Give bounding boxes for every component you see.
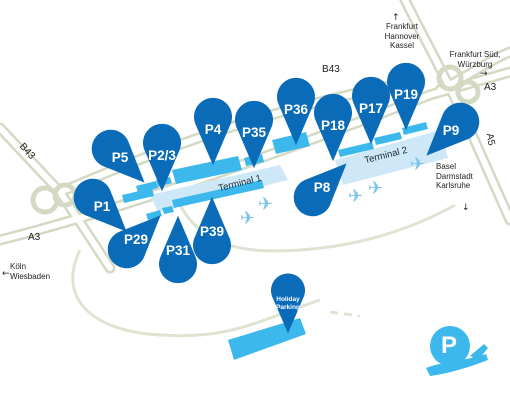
parking-pin-label: P18 [320,118,346,133]
direction-arrows: ↑ → ↓ ← [2,13,488,279]
airplane-parking-logo [426,326,488,376]
parking-pin-label: P2/3 [148,148,176,163]
plane-icon: ✈ [368,178,383,199]
parking-pin-label: P35 [241,125,267,140]
road-b43-top: B43 [322,64,340,75]
garage-p29 [146,210,162,220]
arrow-down-icon: ↓ [462,203,470,213]
garage-holiday [228,318,306,360]
parking-pin-p36[interactable] [277,77,315,146]
plane-icon: ✈ [258,194,273,215]
planes: ✈ ✈ ✈ ✈ ✈ [240,154,425,229]
parking-pin-label: P5 [111,150,129,165]
parking-pin-label: P19 [393,87,419,102]
parking-pin-label: P8 [313,180,331,195]
direction-northeast-label: Frankfurt Süd,Würzburg [449,50,501,69]
garage-p31 [162,206,174,214]
arrow-right-icon: → [480,69,488,79]
plane-icon: ✈ [348,186,363,207]
plane-icon: ✈ [410,154,425,175]
parking-pin-label: P36 [283,102,309,117]
parking-pin-p35[interactable] [235,100,273,169]
plane-icon: ✈ [240,208,255,229]
road-a3-right: A3 [484,82,497,93]
parking-pin-p39[interactable] [193,196,231,265]
parking-pin-p18[interactable] [314,93,352,162]
parking-pin-label: P4 [204,122,222,137]
holiday-parking-pin[interactable] [271,273,305,334]
interchange-east-b [455,79,481,105]
parking-pin-p1[interactable] [73,178,127,232]
garage-p1 [122,188,154,203]
garage-p5 [136,181,158,193]
parking-pin-p31[interactable] [159,215,197,284]
garage-p4 [172,156,242,184]
south-road [329,310,361,318]
parking-pin-label: P9 [442,123,460,138]
parking-pin-label: P1 [93,199,111,214]
minor-roads [71,203,456,338]
parking-pin-label: P39 [199,224,225,239]
terminal-2-building [335,130,448,185]
arrow-up-icon: ↑ [392,13,400,23]
arrow-left-icon: ← [2,269,10,279]
interchange-east-a [436,64,464,92]
parking-pin-label: P31 [165,243,191,258]
garage-p19 [402,122,428,135]
access-road-loop [71,249,321,338]
garage-p18 [338,142,374,157]
parking-pin-p29[interactable] [107,215,161,269]
parking-pin-label: P29 [123,232,149,247]
road-a3-left: A3 [28,232,41,243]
parking-pin-p5[interactable] [91,129,145,183]
parking-pin-p2-3[interactable] [143,123,182,192]
parking-pin-p8[interactable] [293,163,347,217]
garage-p39 [172,180,264,208]
parking-pin-p4[interactable] [194,97,233,166]
road-a5: A5 [483,132,497,147]
parking-pin-p19[interactable] [387,62,425,131]
garage-p36 [272,132,310,154]
parking-pin-p17[interactable] [352,76,390,145]
parking-pin-p9[interactable] [426,102,480,156]
logo-letter: P [441,332,458,359]
parking-pins [73,62,480,284]
garage-p17 [374,132,402,145]
parking-pin-label: P17 [358,101,384,116]
